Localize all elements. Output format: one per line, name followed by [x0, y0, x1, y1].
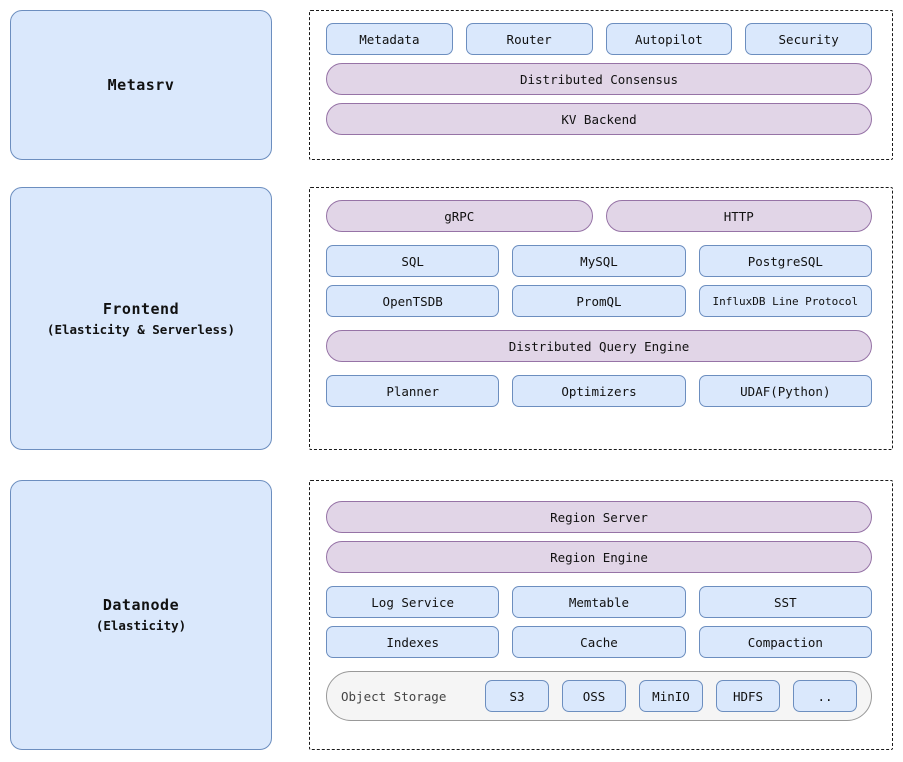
- box-hdfs[interactable]: HDFS: [716, 680, 780, 712]
- panel-frontend-content: gRPC HTTP SQL MySQL PostgreSQL OpenTSDB …: [326, 200, 872, 407]
- frontend-query-langs-row-2: OpenTSDB PromQL InfluxDB Line Protocol: [326, 285, 872, 317]
- component-card-frontend[interactable]: Frontend (Elasticity & Serverless): [10, 187, 272, 450]
- panel-datanode-content: Region Server Region Engine Log Service …: [326, 501, 872, 721]
- pill-http[interactable]: HTTP: [605, 200, 872, 232]
- component-card-metasrv[interactable]: Metasrv: [10, 10, 272, 160]
- metasrv-kv-row: KV Backend: [326, 103, 872, 135]
- component-card-subtitle: (Elasticity): [95, 618, 187, 633]
- box-cache[interactable]: Cache: [512, 626, 686, 658]
- panel-metasrv: Metadata Router Autopilot Security Distr…: [309, 10, 893, 160]
- frontend-query-langs-row-1: SQL MySQL PostgreSQL: [326, 245, 872, 277]
- panel-frontend: gRPC HTTP SQL MySQL PostgreSQL OpenTSDB …: [309, 187, 893, 450]
- box-compaction[interactable]: Compaction: [698, 626, 872, 658]
- datanode-storage-row-1: Log Service Memtable SST: [326, 586, 872, 618]
- panel-metasrv-content: Metadata Router Autopilot Security Distr…: [326, 23, 872, 135]
- pill-kv-backend[interactable]: KV Backend: [326, 103, 872, 135]
- metasrv-consensus-row: Distributed Consensus: [326, 63, 872, 95]
- box-udaf-python[interactable]: UDAF(Python): [698, 375, 872, 407]
- pill-region-engine[interactable]: Region Engine: [326, 541, 872, 573]
- pill-distributed-query-engine[interactable]: Distributed Query Engine: [326, 330, 872, 362]
- component-card-title: Metasrv: [107, 76, 175, 94]
- box-sst[interactable]: SST: [698, 586, 872, 618]
- box-mysql[interactable]: MySQL: [512, 245, 686, 277]
- box-oss[interactable]: OSS: [562, 680, 626, 712]
- component-card-title: Datanode: [102, 596, 180, 614]
- component-card-title: Frontend: [102, 299, 180, 318]
- pill-distributed-consensus[interactable]: Distributed Consensus: [326, 63, 872, 95]
- box-optimizers[interactable]: Optimizers: [512, 375, 686, 407]
- object-storage-group: Object Storage S3 OSS MinIO HDFS ..: [326, 671, 872, 721]
- frontend-engine-row: Distributed Query Engine: [326, 330, 872, 362]
- frontend-protocol-row: gRPC HTTP: [326, 200, 872, 232]
- box-minio[interactable]: MinIO: [639, 680, 703, 712]
- datanode-storage-row-2: Indexes Cache Compaction: [326, 626, 872, 658]
- box-router[interactable]: Router: [465, 23, 593, 55]
- box-influxdb-line-protocol[interactable]: InfluxDB Line Protocol: [698, 285, 872, 317]
- datanode-region-server-row: Region Server: [326, 501, 872, 533]
- frontend-engine-parts-row: Planner Optimizers UDAF(Python): [326, 375, 872, 407]
- box-more-backends[interactable]: ..: [793, 680, 857, 712]
- box-memtable[interactable]: Memtable: [512, 586, 686, 618]
- box-indexes[interactable]: Indexes: [326, 626, 500, 658]
- object-storage-label: Object Storage: [341, 688, 447, 704]
- box-log-service[interactable]: Log Service: [326, 586, 500, 618]
- box-sql[interactable]: SQL: [326, 245, 500, 277]
- box-opentsdb[interactable]: OpenTSDB: [326, 285, 500, 317]
- box-autopilot[interactable]: Autopilot: [605, 23, 733, 55]
- pill-region-server[interactable]: Region Server: [326, 501, 872, 533]
- object-storage-backends: S3 OSS MinIO HDFS ..: [458, 680, 857, 712]
- box-planner[interactable]: Planner: [326, 375, 500, 407]
- box-postgresql[interactable]: PostgreSQL: [698, 245, 872, 277]
- box-metadata[interactable]: Metadata: [326, 23, 453, 55]
- box-s3[interactable]: S3: [485, 680, 549, 712]
- box-promql[interactable]: PromQL: [512, 285, 686, 317]
- component-card-datanode[interactable]: Datanode (Elasticity): [10, 480, 272, 750]
- panel-datanode: Region Server Region Engine Log Service …: [309, 480, 893, 750]
- datanode-region-engine-row: Region Engine: [326, 541, 872, 573]
- component-card-subtitle: (Elasticity & Serverless): [46, 321, 236, 337]
- pill-grpc[interactable]: gRPC: [326, 200, 593, 232]
- box-security[interactable]: Security: [745, 23, 872, 55]
- metasrv-services-row: Metadata Router Autopilot Security: [326, 23, 872, 55]
